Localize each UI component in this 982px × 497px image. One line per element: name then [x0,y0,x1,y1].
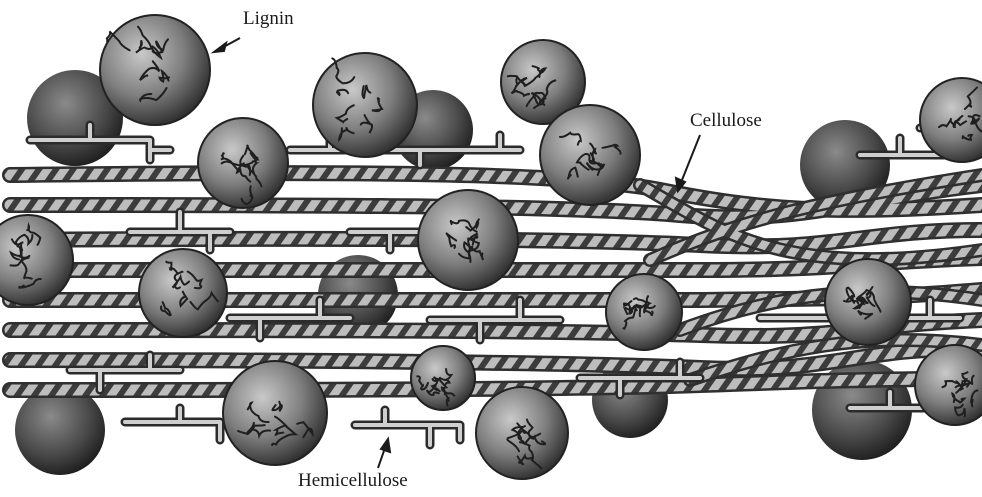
hemicellulose-label: Hemicellulose [298,470,408,492]
lignin-sphere [418,190,518,290]
lignin-sphere [476,387,568,479]
lignin-sphere [100,15,210,125]
lignin-sphere [920,78,982,162]
lignin-sphere [540,105,640,205]
lignin-sphere [223,361,327,465]
lignin-sphere [139,249,227,337]
cellulose-label: Cellulose [690,110,762,132]
lignin-sphere [606,274,682,350]
lignin-arrow [214,38,240,52]
lignin-sphere [198,118,288,208]
cellulose-arrow [676,135,700,191]
lignin-sphere [411,346,475,410]
lignin-sphere [825,259,911,345]
lignin-label: Lignin [243,8,294,30]
lignin-sphere [0,215,73,305]
hemicellulose-arrow [378,439,390,468]
lignin-sphere [313,53,417,157]
